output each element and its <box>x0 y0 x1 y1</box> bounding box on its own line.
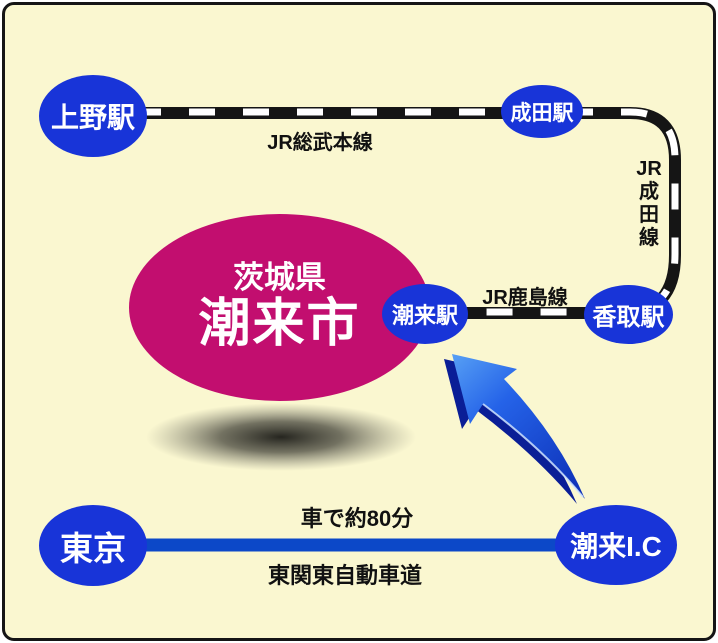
rail-line-narita-label: JR 成 田 線 <box>631 158 667 250</box>
route-arrow-highlight <box>482 403 584 498</box>
city-shadow <box>146 403 416 471</box>
rail-line-narita-char: 田 <box>639 204 659 226</box>
station-itako: 潮来駅 <box>382 284 468 344</box>
station-katori-label: 香取駅 <box>592 304 665 331</box>
drive-duration-label: 車で約80分 <box>300 506 414 531</box>
station-narita-label: 成田駅 <box>510 101 574 125</box>
station-narita: 成田駅 <box>501 85 583 138</box>
route-arrow <box>444 354 585 504</box>
railway-dashes <box>93 108 679 316</box>
road-point-tokyo: 東京 <box>39 505 147 586</box>
station-itako-label: 潮来駅 <box>391 303 458 328</box>
rail-line-sobu-label: JR総武本線 <box>267 132 373 154</box>
road-point-tokyo-label: 東京 <box>60 529 126 567</box>
city-ellipse: 茨城県 潮来市 <box>129 214 430 401</box>
rail-line-narita-char: JR <box>636 158 662 180</box>
station-ueno: 上野駅 <box>39 75 147 157</box>
rail-line-narita-char: 線 <box>639 227 659 249</box>
rail-line-narita-char: 成 <box>639 181 659 203</box>
rail-line-kashima-label: JR鹿島線 <box>482 287 568 309</box>
station-katori: 香取駅 <box>584 285 673 344</box>
station-ueno-label: 上野駅 <box>50 102 135 133</box>
road-point-itako-ic-label: 潮来I.C <box>570 531 662 562</box>
prefecture-label: 茨城県 <box>233 259 326 295</box>
city-name-label: 潮来市 <box>198 295 361 354</box>
expressway-name-label: 東関東自動車道 <box>267 563 422 588</box>
road-point-itako-ic: 潮来I.C <box>555 505 677 585</box>
